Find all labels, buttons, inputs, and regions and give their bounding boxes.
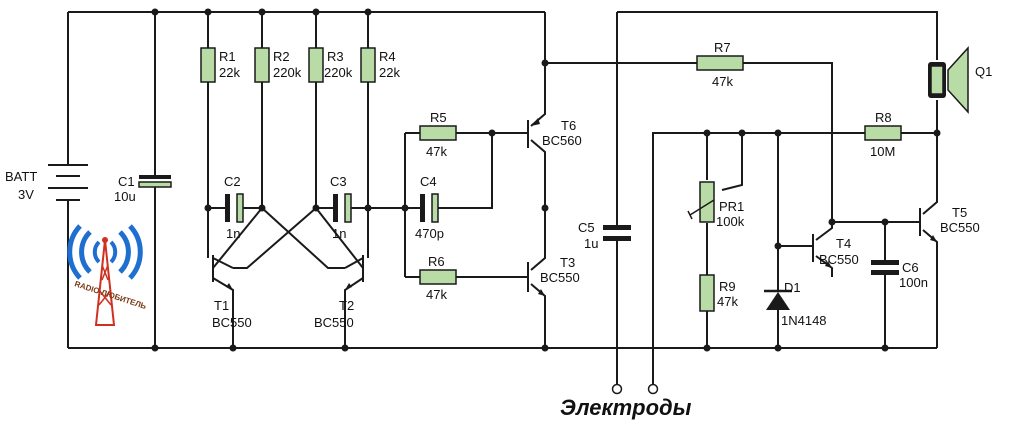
t2-name: T2 xyxy=(339,298,354,313)
c6-value: 100n xyxy=(899,275,928,290)
c4-name: C4 xyxy=(420,174,437,189)
c2-value: 1n xyxy=(226,226,240,241)
speaker-q1 xyxy=(928,46,969,114)
resistor-r3 xyxy=(308,47,324,83)
potentiometer-pr1 xyxy=(687,181,715,223)
resistor-r2 xyxy=(254,47,270,83)
c6-name: C6 xyxy=(902,260,919,275)
c3-name: C3 xyxy=(330,174,347,189)
r1-value: 22k xyxy=(219,65,240,80)
resistor-r1 xyxy=(200,47,216,83)
r3-name: R3 xyxy=(327,49,344,64)
junction-dots xyxy=(151,8,941,352)
capacitor-c4 xyxy=(420,193,439,223)
t1-emitter-arrow xyxy=(226,283,233,290)
electrode-terminal-2 xyxy=(647,383,659,395)
capacitor-c3 xyxy=(333,193,352,223)
wires xyxy=(67,11,938,385)
d1-name: D1 xyxy=(784,280,801,295)
capacitor-c2 xyxy=(225,193,244,223)
c1-value: 10u xyxy=(114,189,136,204)
r7-value: 47k xyxy=(712,74,733,89)
t1-name: T1 xyxy=(214,298,229,313)
t5-emitter-arrow xyxy=(930,235,937,242)
c4-value: 470p xyxy=(415,226,444,241)
resistor-r9 xyxy=(699,274,715,312)
r9-name: R9 xyxy=(719,279,736,294)
r3-value: 220k xyxy=(324,65,353,80)
c5-value: 1u xyxy=(584,236,598,251)
r8-value: 10M xyxy=(870,144,895,159)
pr1-name: PR1 xyxy=(719,199,744,214)
resistor-r8 xyxy=(864,125,902,141)
r9-value: 47k xyxy=(717,294,738,309)
r6-value: 47k xyxy=(426,287,447,302)
r2-value: 220k xyxy=(273,65,302,80)
r5-value: 47k xyxy=(426,144,447,159)
c1-name: C1 xyxy=(118,174,135,189)
t6-emitter-arrow xyxy=(531,118,540,126)
resistor-r4 xyxy=(360,47,376,83)
t2-emitter-arrow xyxy=(345,283,352,290)
r4-name: R4 xyxy=(379,49,396,64)
t4-emitter-arrow xyxy=(825,261,832,268)
r7-name: R7 xyxy=(714,40,731,55)
c2-name: C2 xyxy=(224,174,241,189)
c3-value: 1n xyxy=(332,226,346,241)
t3-name: T3 xyxy=(560,255,575,270)
t2-value: BC550 xyxy=(314,315,354,330)
d1-value: 1N4148 xyxy=(781,313,827,328)
capacitor-c6 xyxy=(871,260,899,275)
battery xyxy=(48,164,88,201)
t4-value: BC550 xyxy=(819,252,859,267)
resistor-r6 xyxy=(419,269,457,285)
electrodes-label: Электроды xyxy=(560,395,692,420)
r6-name: R6 xyxy=(428,254,445,269)
r1-name: R1 xyxy=(219,49,236,64)
t1-value: BC550 xyxy=(212,315,252,330)
electrode-terminal-1 xyxy=(611,383,623,395)
r5-name: R5 xyxy=(430,110,447,125)
pr1-value: 100k xyxy=(716,214,745,229)
r4-value: 22k xyxy=(379,65,400,80)
q1-name: Q1 xyxy=(975,64,992,79)
radio-amateur-logo: RADIO ЛЮБИТЕЛЬ xyxy=(67,224,148,326)
c5-name: C5 xyxy=(578,220,595,235)
t5-name: T5 xyxy=(952,205,967,220)
t5-value: BC550 xyxy=(940,220,980,235)
batt-value: 3V xyxy=(18,187,34,202)
diode-d1 xyxy=(764,289,792,310)
t6-name: T6 xyxy=(561,118,576,133)
r8-name: R8 xyxy=(875,110,892,125)
t3-emitter-arrow xyxy=(538,289,545,296)
batt-name: BATT xyxy=(5,169,37,184)
resistor-r7 xyxy=(696,55,744,71)
t3-value: BC550 xyxy=(540,270,580,285)
r2-name: R2 xyxy=(273,49,290,64)
t4-name: T4 xyxy=(836,236,851,251)
capacitor-c1 xyxy=(138,175,172,188)
resistor-r5 xyxy=(419,125,457,141)
capacitor-c5 xyxy=(603,225,631,241)
t6-value: BC560 xyxy=(542,133,582,148)
